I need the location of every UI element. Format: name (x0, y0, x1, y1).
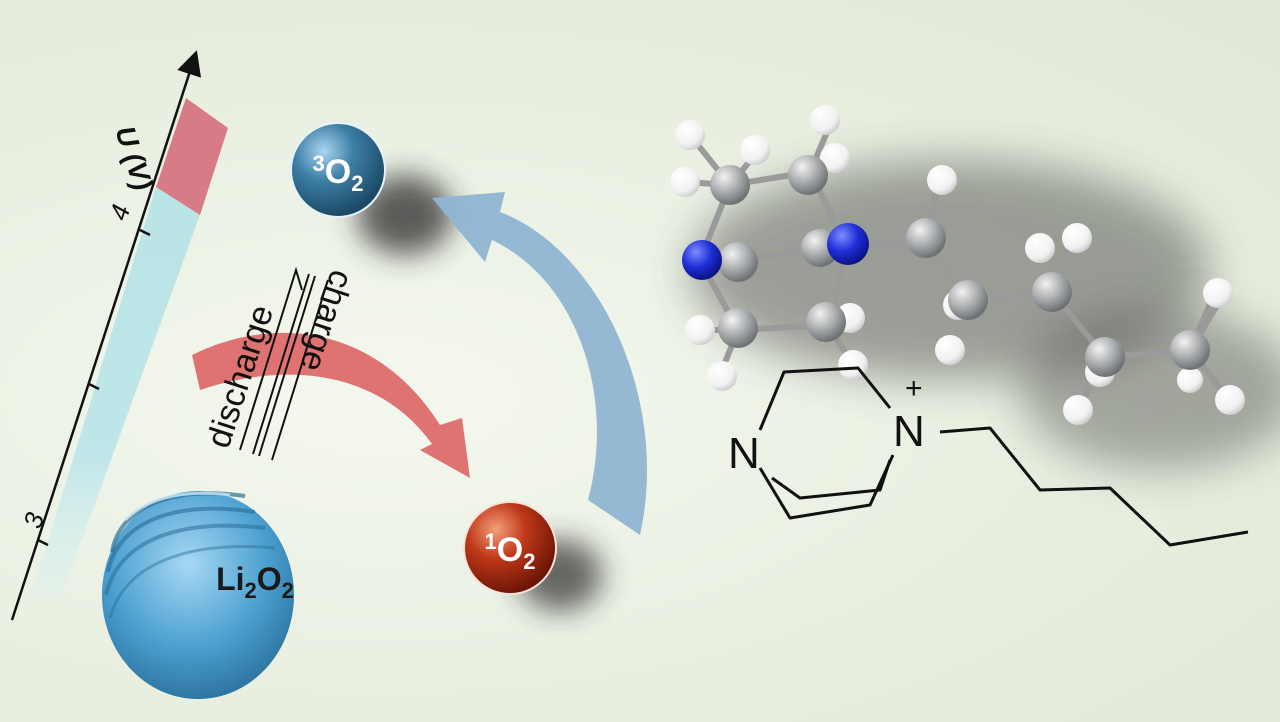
lithium-peroxide-particle: Li2O2 (102, 491, 294, 699)
carbon-atom (806, 302, 846, 342)
hydrogen-atom (1203, 278, 1233, 308)
carbon-atom (906, 218, 946, 258)
voltage-axis-label: U (V) (109, 122, 159, 194)
singlet-oxygen-label: 1O2 (485, 529, 536, 574)
tick-label-4: 4 (103, 201, 136, 224)
hydrogen-atom (927, 165, 957, 195)
triplet-oxygen: 3O2 (290, 122, 386, 218)
hydrogen-atom (685, 315, 715, 345)
carbon-atom (788, 155, 828, 195)
carbon-atom (1032, 272, 1072, 312)
nitrogen-atom (682, 240, 722, 280)
hydrogen-atom (1062, 223, 1092, 253)
hydrogen-atom (1215, 385, 1245, 415)
carbon-atom (948, 280, 988, 320)
carbon-atom (710, 165, 750, 205)
lithium-peroxide-label: Li2O2 (216, 561, 294, 603)
carbon-atom (1085, 337, 1125, 377)
hydrogen-atom (1177, 367, 1203, 393)
nitrogen-atom (827, 223, 869, 265)
triplet-oxygen-label: 3O2 (313, 151, 364, 196)
hydrogen-atom (820, 143, 850, 173)
nitrogen-left-label: N (728, 429, 760, 478)
voltage-bar-low (30, 187, 200, 600)
voltage-axis-line (10, 50, 202, 621)
carbon-atom (1170, 330, 1210, 370)
voltage-bar-high (156, 98, 228, 215)
blue-curved-arrow (432, 192, 648, 535)
hydrogen-atom (810, 105, 840, 135)
hydrogen-atom (1025, 233, 1055, 263)
tick-label-3: 3 (17, 508, 50, 532)
equilibrium-arrows (239, 266, 329, 461)
positive-charge-label: + (905, 372, 923, 405)
carbon-atom (718, 242, 758, 282)
singlet-oxygen: 1O2 (463, 501, 557, 595)
hydrogen-atom (740, 135, 770, 165)
red-curved-arrow (192, 332, 470, 478)
hydrogen-atom (670, 167, 700, 197)
carbon-atom (718, 308, 758, 348)
hydrogen-atom (935, 335, 965, 365)
hydrogen-atom (675, 120, 705, 150)
tick-3 (37, 538, 49, 547)
hydrogen-atom (1063, 395, 1093, 425)
skeletal-structure (758, 366, 1249, 547)
nitrogen-right-label: N (893, 407, 925, 456)
tick-mid (88, 382, 100, 391)
tick-4 (139, 228, 151, 237)
hydrogen-atom (707, 361, 737, 391)
molecule-atoms (670, 105, 1245, 425)
